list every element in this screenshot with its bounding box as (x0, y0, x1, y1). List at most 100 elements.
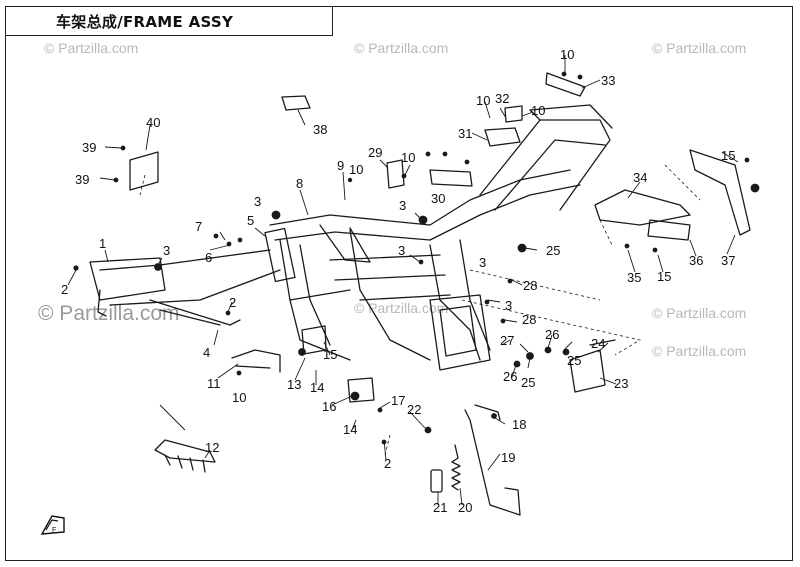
callout-21: 21 (433, 500, 448, 515)
part-34-mount (594, 189, 691, 226)
watermark: © Partzilla.com (652, 343, 747, 359)
callout-10: 10 (531, 103, 546, 118)
callout-10: 10 (560, 47, 575, 62)
callout-3: 3 (254, 194, 262, 209)
callout-35: 35 (627, 270, 642, 285)
head-tube (264, 227, 296, 283)
callout-31: 31 (458, 126, 473, 141)
part-37-bracket (689, 149, 751, 236)
watermark: © Partzilla.com (44, 40, 139, 56)
callout-25: 25 (567, 353, 582, 368)
part-36-plate (647, 219, 691, 241)
callout-14: 14 (343, 422, 358, 437)
bracket-11 (231, 349, 281, 373)
side-stand-19 (464, 409, 521, 516)
watermark: © Partzilla.com (652, 305, 747, 321)
page-title: 车架总成/FRAME ASSY (56, 13, 234, 31)
callout-38: 38 (313, 122, 328, 137)
callout-25: 25 (521, 375, 536, 390)
callout-5: 5 (247, 213, 255, 228)
callout-28: 28 (522, 312, 537, 327)
callout-3: 3 (163, 243, 171, 258)
callout-27: 27 (500, 333, 515, 348)
part-13-bracket (301, 325, 327, 355)
part-30-bracket (429, 169, 473, 187)
part-23-bracket (569, 349, 606, 393)
callout-30: 30 (431, 191, 446, 206)
callout-37: 37 (721, 253, 736, 268)
callout-24: 24 (591, 336, 606, 351)
callout-2: 2 (61, 282, 69, 297)
callout-4: 4 (203, 345, 211, 360)
callout-15: 15 (323, 347, 338, 362)
callout-2: 2 (229, 295, 237, 310)
callout-9: 9 (337, 158, 345, 173)
callout-2: 2 (384, 456, 392, 471)
swingarm-plate (429, 294, 491, 371)
callout-10: 10 (349, 162, 364, 177)
callout-22: 22 (407, 402, 422, 417)
callout-36: 36 (689, 253, 704, 268)
callout-18: 18 (512, 417, 527, 432)
callout-17: 17 (391, 393, 406, 408)
callout-10: 10 (232, 390, 247, 405)
callout-39: 39 (82, 140, 97, 155)
rear-subframe-top (479, 119, 611, 211)
part-38-pad (281, 95, 311, 111)
steering-head-gusset (319, 224, 371, 263)
callout-11: 11 (207, 376, 221, 391)
watermark: © Partzilla.com (354, 40, 449, 56)
part-16-bracket (347, 377, 375, 403)
callout-10: 10 (401, 150, 416, 165)
callout-1: 1 (99, 236, 107, 251)
callout-34: 34 (633, 170, 648, 185)
callout-16: 16 (322, 399, 337, 414)
part-40-plate (129, 151, 159, 191)
callout-12: 12 (205, 440, 220, 455)
lower-cradle (349, 229, 431, 361)
bracket-12 (154, 439, 216, 463)
callout-26: 26 (503, 369, 518, 384)
front-bracket-1 (89, 257, 166, 301)
callout-8: 8 (296, 176, 304, 191)
callout-26: 26 (545, 327, 560, 342)
rear-cradle (429, 244, 481, 361)
callout-33: 33 (601, 73, 616, 88)
callout-32: 32 (495, 91, 510, 106)
front-mount-arm-bottom (109, 269, 281, 306)
watermark: © Partzilla.com (354, 300, 449, 316)
callout-19: 19 (501, 450, 516, 465)
part-21-sleeve (430, 469, 443, 493)
front-down-tube-inner (299, 244, 331, 346)
rear-rail-cap (529, 104, 613, 129)
callout-40: 40 (146, 115, 161, 130)
callout-25: 25 (546, 243, 561, 258)
callout-15: 15 (721, 148, 736, 163)
rear-subframe-inner (494, 139, 606, 211)
callout-10: 10 (476, 93, 491, 108)
diagram-border (5, 6, 793, 561)
callout-3: 3 (398, 243, 406, 258)
callout-23: 23 (614, 376, 629, 391)
callout-7: 7 (195, 219, 203, 234)
rear-cradle-inner (459, 239, 491, 351)
spring-20 (451, 444, 461, 491)
callout-3: 3 (505, 298, 513, 313)
callout-14: 14 (310, 380, 325, 395)
callout-28: 28 (523, 278, 538, 293)
callout-3: 3 (399, 198, 407, 213)
front-direction-icon: F (40, 515, 65, 535)
callout-13: 13 (287, 377, 302, 392)
watermark-large: © Partzilla.com (38, 302, 180, 325)
svg-text:F: F (52, 527, 56, 534)
callout-20: 20 (458, 500, 473, 515)
callout-6: 6 (205, 250, 213, 265)
part-31-bracket (484, 127, 521, 147)
frame-top-tube-left (269, 169, 571, 226)
watermark: © Partzilla.com (652, 40, 747, 56)
callout-29: 29 (368, 145, 383, 160)
callout-3: 3 (479, 255, 487, 270)
part-29-bracket (386, 159, 405, 189)
callout-39: 39 (75, 172, 90, 187)
